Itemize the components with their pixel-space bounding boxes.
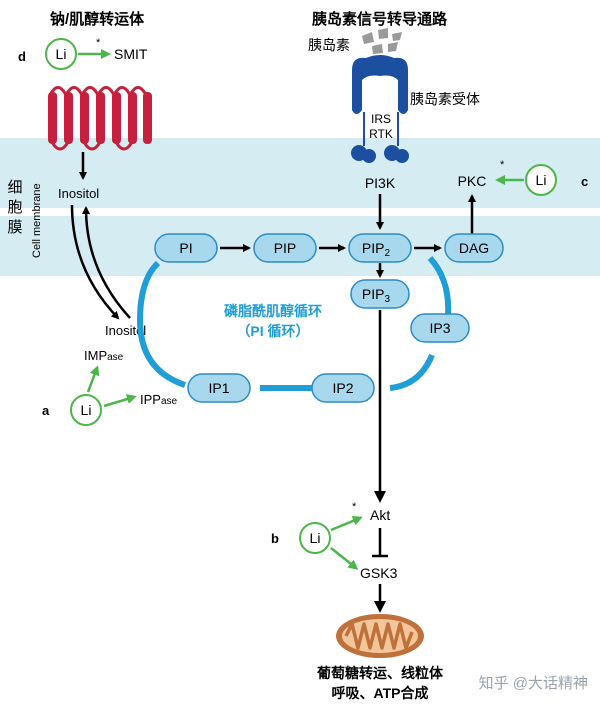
outcome-line-1: 葡萄糖转运、线粒体 — [316, 665, 444, 681]
left-title: 钠/肌醇转运体 — [50, 10, 145, 28]
svg-text:PIP3: PIP3 — [362, 286, 391, 305]
lithium-badge-pkc: Li — [525, 164, 557, 196]
svg-text:IP1: IP1 — [208, 380, 229, 396]
akt-label: Akt — [370, 507, 390, 523]
membrane-band-upper — [0, 138, 600, 208]
cell-membrane-label: Cell membrane — [31, 183, 43, 258]
rtk-label: RTK — [369, 127, 393, 141]
insulin-receptor-label: 胰岛素受体 — [410, 91, 480, 107]
pip2-node: PIP2 — [348, 233, 412, 263]
panel-letter-a: a — [42, 403, 50, 418]
svg-text:PI: PI — [179, 240, 192, 256]
pi-cycle-subtitle: （PI 循环） — [236, 323, 309, 339]
gsk3-label: GSK3 — [360, 565, 398, 581]
inositol-down-arrow — [70, 204, 120, 320]
ip3-node: IP3 — [410, 313, 470, 343]
smit-label: SMIT — [114, 46, 148, 62]
insulin-receptor-icon — [351, 55, 409, 163]
svg-text:Li: Li — [310, 530, 321, 546]
lithium-badge-smit: Li — [45, 38, 77, 70]
svg-text:IP3: IP3 — [429, 320, 450, 336]
pi-cycle-title: 磷脂酰肌醇循环 — [224, 303, 322, 319]
asterisk-akt: * — [352, 501, 357, 513]
mitochondria-icon — [336, 614, 424, 658]
svg-text:Li: Li — [56, 46, 67, 62]
watermark: 知乎 @大话精神 — [479, 675, 588, 692]
pip3-node: PIP3 — [350, 279, 410, 309]
svg-text:Li: Li — [81, 402, 92, 418]
impase-label: IMPase — [84, 348, 124, 363]
lithium-impase-arrow — [86, 365, 100, 393]
lithium-badge-a: Li — [70, 394, 102, 426]
pkc-label: PKC — [458, 173, 487, 189]
pip-node: PIP — [253, 233, 317, 263]
insulin-label: 胰岛素 — [308, 37, 350, 53]
pi-cycle-right-path — [389, 255, 452, 391]
right-title: 胰岛素信号转导通路 — [312, 10, 448, 28]
dag-node: DAG — [444, 233, 504, 263]
ip1-node: IP1 — [187, 373, 251, 403]
lithium-badge-b: Li — [299, 522, 331, 554]
panel-letter-c: c — [581, 174, 588, 189]
pi-node: PI — [154, 233, 218, 263]
asterisk-pkc: * — [500, 159, 505, 171]
membrane-label-cn: 细胞膜 — [7, 179, 22, 236]
panel-letter-d: d — [18, 49, 26, 64]
inositol-mid-label: Inositol — [105, 323, 146, 338]
inositol-up-arrow — [82, 206, 131, 319]
lithium-ippase-arrow — [103, 394, 137, 408]
irs-label: IRS — [371, 112, 391, 126]
svg-text:PIP2: PIP2 — [362, 240, 391, 259]
pi3k-label: PI3K — [365, 175, 396, 191]
outcome-line-2: 呼吸、ATP合成 — [332, 685, 429, 701]
asterisk-smit: * — [96, 37, 101, 49]
ippase-label: IPPase — [140, 392, 178, 407]
lithium-gsk3-arrow — [330, 547, 359, 570]
svg-text:IP2: IP2 — [332, 380, 353, 396]
svg-text:DAG: DAG — [459, 240, 489, 256]
panel-letter-b: b — [271, 531, 279, 546]
svg-text:PIP: PIP — [274, 240, 297, 256]
inositol-top-label: Inositol — [58, 186, 99, 201]
svg-text:Li: Li — [536, 172, 547, 188]
pi-cycle-path — [136, 260, 187, 388]
insulin-molecule-icon — [362, 28, 402, 54]
ip2-node: IP2 — [311, 373, 375, 403]
smit-transporter-icon — [48, 86, 152, 151]
lithium-akt-arrow — [330, 516, 363, 532]
